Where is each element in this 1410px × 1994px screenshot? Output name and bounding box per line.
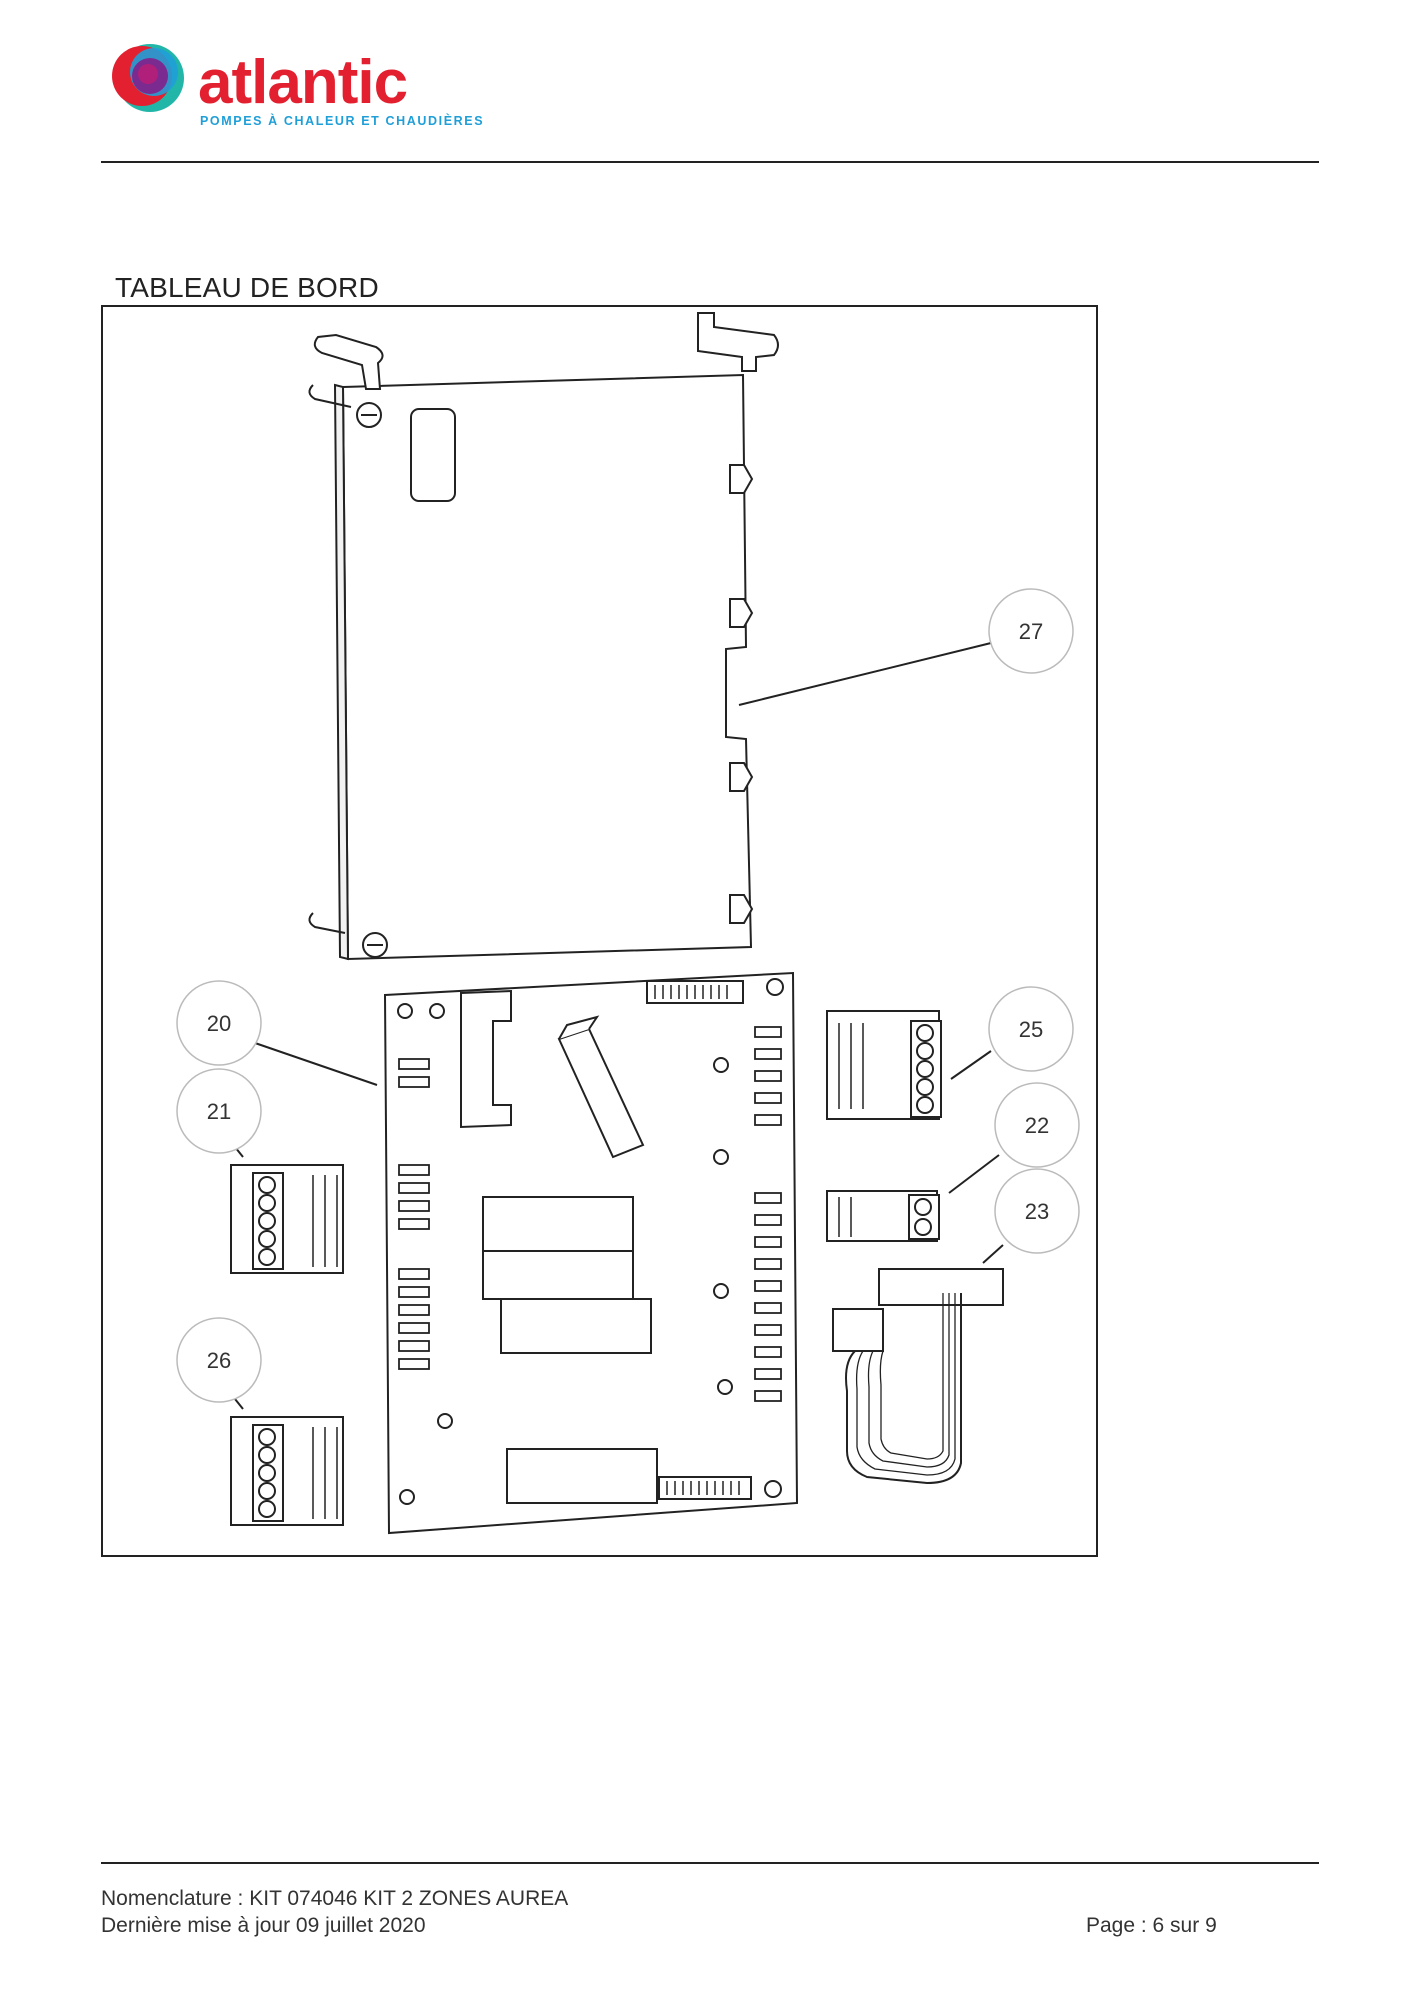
cover-plate xyxy=(308,312,779,961)
callout-21-label: 21 xyxy=(207,1099,231,1124)
footer-last-update: Dernière mise à jour 09 juillet 2020 xyxy=(101,1914,426,1937)
page-number: Page : 6 sur 9 xyxy=(1086,1914,1217,1937)
connector-22 xyxy=(826,1190,940,1242)
callout-23-label: 23 xyxy=(1025,1199,1049,1224)
callout-26: 26 xyxy=(176,1317,262,1403)
callout-22: 22 xyxy=(994,1082,1080,1168)
brand-tagline: POMPES À CHALEUR ET CHAUDIÈRES xyxy=(200,113,484,128)
atlantic-logo-icon: atlantic POMPES À CHALEUR ET CHAUDIÈRES xyxy=(112,44,484,128)
connector-26 xyxy=(230,1416,344,1526)
callout-27-label: 27 xyxy=(1019,619,1043,644)
control-panel-drawing: 27 20 21 25 22 23 xyxy=(176,312,1080,1535)
callout-26-label: 26 xyxy=(207,1348,231,1373)
exploded-diagram: 27 20 21 25 22 23 xyxy=(101,305,1098,1557)
footer-divider xyxy=(101,1862,1319,1864)
brand-logo: atlantic POMPES À CHALEUR ET CHAUDIÈRES xyxy=(112,36,492,136)
section-title: TABLEAU DE BORD xyxy=(115,272,379,303)
callout-20-label: 20 xyxy=(207,1011,231,1036)
callout-20: 20 xyxy=(176,980,262,1066)
connector-25 xyxy=(826,1010,942,1120)
leader-lines xyxy=(234,642,1004,1410)
callout-21: 21 xyxy=(176,1068,262,1154)
brand-name: atlantic xyxy=(198,48,407,117)
ribbon-cable-23 xyxy=(832,1268,1004,1485)
callout-22-label: 22 xyxy=(1025,1113,1049,1138)
callout-23: 23 xyxy=(994,1168,1080,1254)
main-circuit-board xyxy=(383,971,799,1535)
callout-27: 27 xyxy=(988,588,1074,674)
header-divider xyxy=(101,161,1319,163)
callout-25: 25 xyxy=(988,986,1074,1072)
connector-21 xyxy=(230,1164,344,1274)
callout-25-label: 25 xyxy=(1019,1017,1043,1042)
footer-nomenclature: Nomenclature : KIT 074046 KIT 2 ZONES AU… xyxy=(101,1887,569,1910)
